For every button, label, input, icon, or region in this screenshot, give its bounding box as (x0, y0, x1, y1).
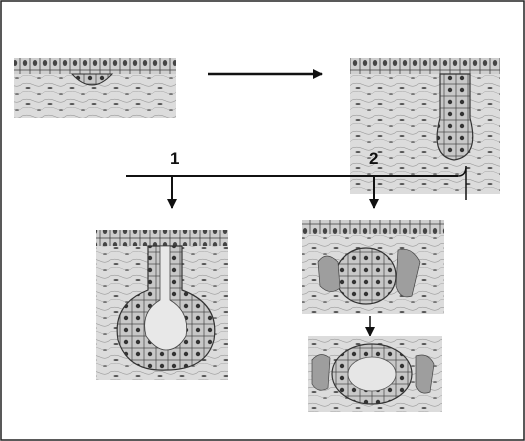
stage-initial-thickening (14, 58, 176, 118)
endocrine-cluster (302, 220, 444, 314)
pathway-1-label: 1 (170, 149, 179, 168)
exocrine-gland (96, 230, 228, 380)
endocrine-follicle (308, 336, 442, 412)
pathway-2-label: 2 (369, 149, 378, 168)
stage-downgrowth-bud (350, 58, 500, 194)
